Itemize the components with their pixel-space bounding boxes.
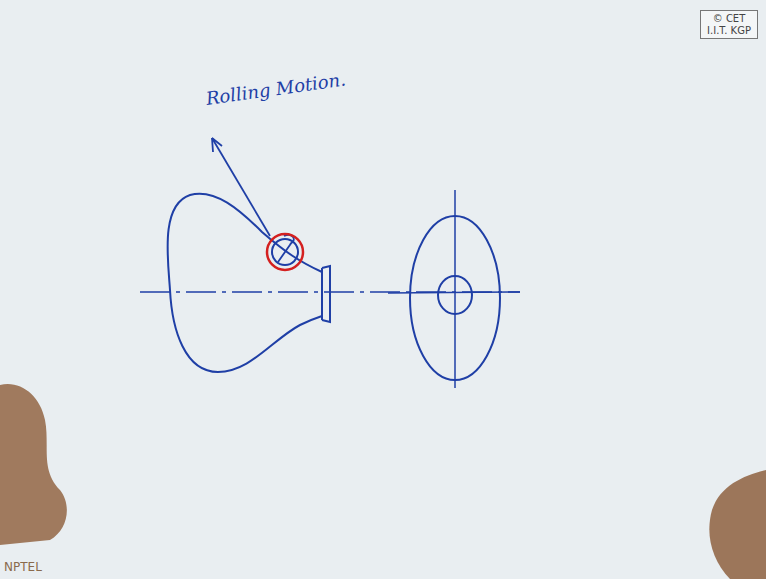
leader-arrow xyxy=(212,138,270,236)
highlight-circle xyxy=(267,234,303,270)
watermark: NPTEL xyxy=(4,560,42,574)
arrow-head xyxy=(212,138,222,152)
horizontal-axis xyxy=(388,292,520,293)
hand xyxy=(709,470,766,579)
vertical-axis xyxy=(454,190,456,388)
watermark-text: © CET I.I.T. KGP xyxy=(705,13,753,36)
annotation: Rolling Motion. xyxy=(205,68,347,108)
roller-mark xyxy=(278,235,294,262)
watermark-box: © CET I.I.T. KGP xyxy=(700,10,758,39)
hand xyxy=(0,384,67,545)
workpiece-outline xyxy=(168,194,322,372)
neck xyxy=(322,266,330,322)
